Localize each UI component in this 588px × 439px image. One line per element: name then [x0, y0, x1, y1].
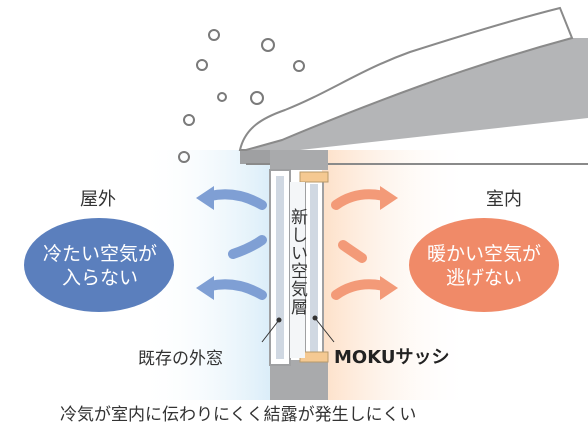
roof	[238, 6, 588, 165]
wall-bottom	[270, 360, 328, 400]
outside-label: 屋外	[80, 189, 116, 210]
warm-air-text-line2: 逃げない	[445, 267, 522, 289]
air-layer	[290, 182, 305, 358]
caption: 冷気が室内に伝わりにくく結露が発生しにくい	[60, 405, 417, 425]
warm-air-arrows	[331, 189, 389, 300]
wall-top	[270, 150, 328, 170]
cold-air-text-line1: 冷たい空気が	[42, 243, 157, 265]
warm-air-bubble	[409, 218, 559, 312]
warm-arrow-heads	[380, 186, 398, 300]
warm-air-text: 暖かい空気が 逃げない	[414, 242, 554, 290]
cold-arrow-heads	[196, 186, 214, 300]
existing-window-label: 既存の外窓	[138, 349, 223, 369]
inside-label: 室内	[486, 189, 522, 210]
cold-air-bubble	[24, 218, 174, 312]
moku-sash-label: MOKUサッシ	[334, 347, 450, 368]
cold-air-arrows	[205, 189, 267, 300]
warm-air-text-line1: 暖かい空気が	[426, 243, 541, 265]
cold-air-text-line2: 入らない	[61, 267, 138, 289]
cold-air-text: 冷たい空気が 入らない	[30, 242, 170, 290]
snow-icon	[178, 29, 305, 163]
air-layer-label: 新しい空気層	[287, 208, 307, 316]
